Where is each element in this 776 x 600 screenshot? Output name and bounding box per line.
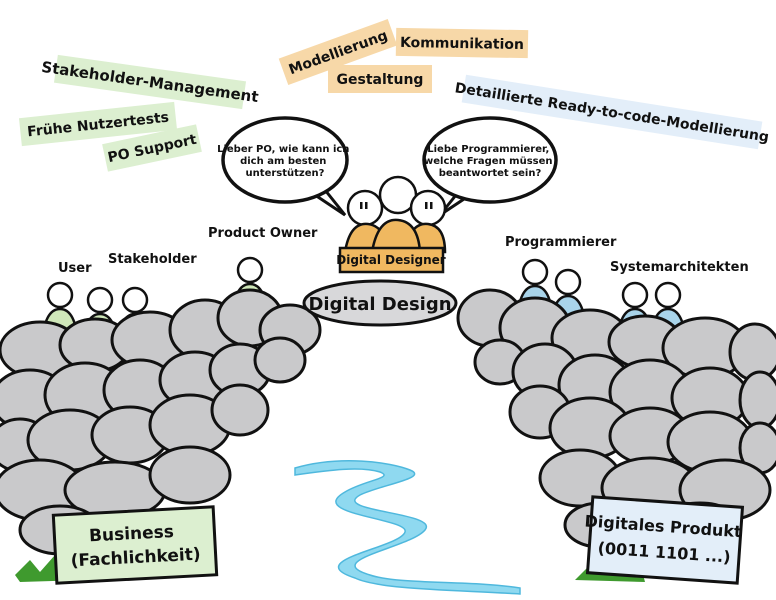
- digital-designer-figure: Digital Designer: [336, 175, 447, 274]
- river: [294, 460, 521, 595]
- sign-digitales-produkt: Digitales Produkt (0011 1101 ...): [584, 495, 745, 585]
- stone: [253, 336, 307, 384]
- label-systemarchitekten: Systemarchitekten: [610, 260, 749, 275]
- stone: [210, 383, 270, 437]
- stone: [738, 370, 776, 430]
- tag-kommunikation: Kommunikation: [395, 27, 529, 59]
- speech-bubble-left: Lieber PO, wie kann ich dich am besten u…: [217, 116, 353, 217]
- svg-text:Lieber PO, wie kann ich: Lieber PO, wie kann ich dich am besten u…: [217, 144, 353, 179]
- label-product-owner: Product Owner: [208, 226, 318, 241]
- speech-bubble-right: Liebe Programmierer, welche Fragen müsse…: [422, 116, 558, 217]
- svg-text:Digital Designer: Digital Designer: [336, 253, 446, 267]
- svg-text:Gestaltung: Gestaltung: [337, 72, 424, 88]
- stone: [148, 445, 232, 505]
- label-stakeholder: Stakeholder: [108, 252, 197, 267]
- svg-text:Liebe Programmierer, wel: Liebe Programmierer, welche Fragen müsse…: [424, 144, 556, 179]
- svg-text:Digital Design: Digital Design: [308, 294, 451, 315]
- tag-gestaltung: Gestaltung: [328, 65, 432, 93]
- sign-business: Business (Fachlichkeit): [51, 505, 219, 585]
- stone: [728, 322, 776, 382]
- svg-text:Kommunikation: Kommunikation: [400, 35, 524, 53]
- label-user: User: [58, 261, 92, 276]
- digital-design-keystone: Digital Design: [302, 279, 458, 327]
- label-programmierer: Programmierer: [505, 235, 617, 250]
- tag-stakeholder-management: Stakeholder-Management: [40, 54, 260, 110]
